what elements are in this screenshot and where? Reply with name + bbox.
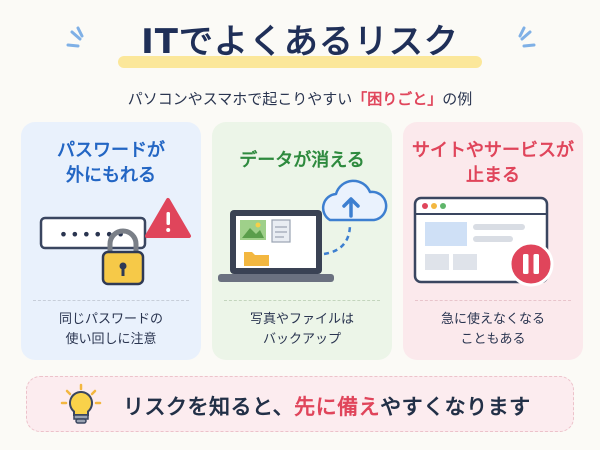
card-title-line: 外にもれる (66, 165, 156, 186)
card-divider (224, 300, 380, 301)
lock-icon (101, 228, 145, 286)
card-title-line: 止まる (466, 165, 520, 186)
card-desc-line: 急に使えなくなる (440, 312, 545, 327)
banner-text-start: リスクを知ると、 (123, 395, 295, 419)
card-title-line: データが消える (239, 150, 365, 171)
sparkle-icon (66, 26, 84, 48)
card-password-leak: パスワードが 外にもれる •••••• 同じパスワードの 使い回しに注意 (21, 122, 201, 360)
cloud-upload-icon (321, 179, 388, 222)
card-data-loss: データが消える 写真やファイルは バックアップ (212, 122, 392, 360)
title-highlight (118, 56, 482, 68)
subtitle-text: パソコンやスマホで起こりやすい (127, 90, 353, 108)
outage-illustration (413, 196, 554, 287)
card-desc-line: 同じパスワードの (58, 312, 163, 327)
banner-text-end: やすくなります (380, 395, 531, 419)
subtitle-suffix: の例 (442, 90, 473, 108)
card-title: パスワードが 外にもれる (21, 138, 201, 188)
subtitle-highlight: 「困りごと」 (352, 90, 443, 108)
card-description: 写真やファイルは バックアップ (212, 310, 392, 350)
subtitle: パソコンやスマホで起こりやすい「困りごと」の例 (0, 88, 600, 109)
card-desc-line: 使い回しに注意 (65, 332, 157, 347)
card-divider (415, 300, 571, 301)
card-title: データが消える (212, 148, 392, 173)
bottom-banner: リスクを知ると、先に備えやすくなります (26, 376, 574, 432)
laptop-icon (218, 210, 334, 282)
banner-highlight: 先に備え (294, 395, 381, 419)
card-description: 急に使えなくなる こともある (403, 310, 583, 350)
card-desc-line: 写真やファイルは (249, 312, 354, 327)
card-title: サイトやサービスが 止まる (403, 138, 583, 188)
password-illustration: •••••• (39, 198, 191, 286)
card-service-outage: サイトやサービスが 止まる 急に使えなくなる こともある (403, 122, 583, 360)
page-title: ITでよくあるリスク (141, 22, 459, 62)
card-title-line: パスワードが (57, 140, 165, 161)
title-wrap: ITでよくあるリスク (0, 14, 600, 63)
lightbulb-icon (60, 383, 102, 424)
card-description: 同じパスワードの 使い回しに注意 (21, 310, 201, 350)
card-divider (33, 300, 189, 301)
warning-icon (145, 198, 191, 238)
data-loss-illustration (218, 179, 388, 282)
sparkle-icon (518, 26, 536, 48)
banner-text: リスクを知ると、先に備えやすくなります (123, 391, 531, 421)
card-desc-line: バックアップ (262, 332, 341, 347)
card-desc-line: こともある (460, 332, 526, 347)
pause-icon (508, 241, 554, 287)
card-title-line: サイトやサービスが (412, 140, 574, 161)
